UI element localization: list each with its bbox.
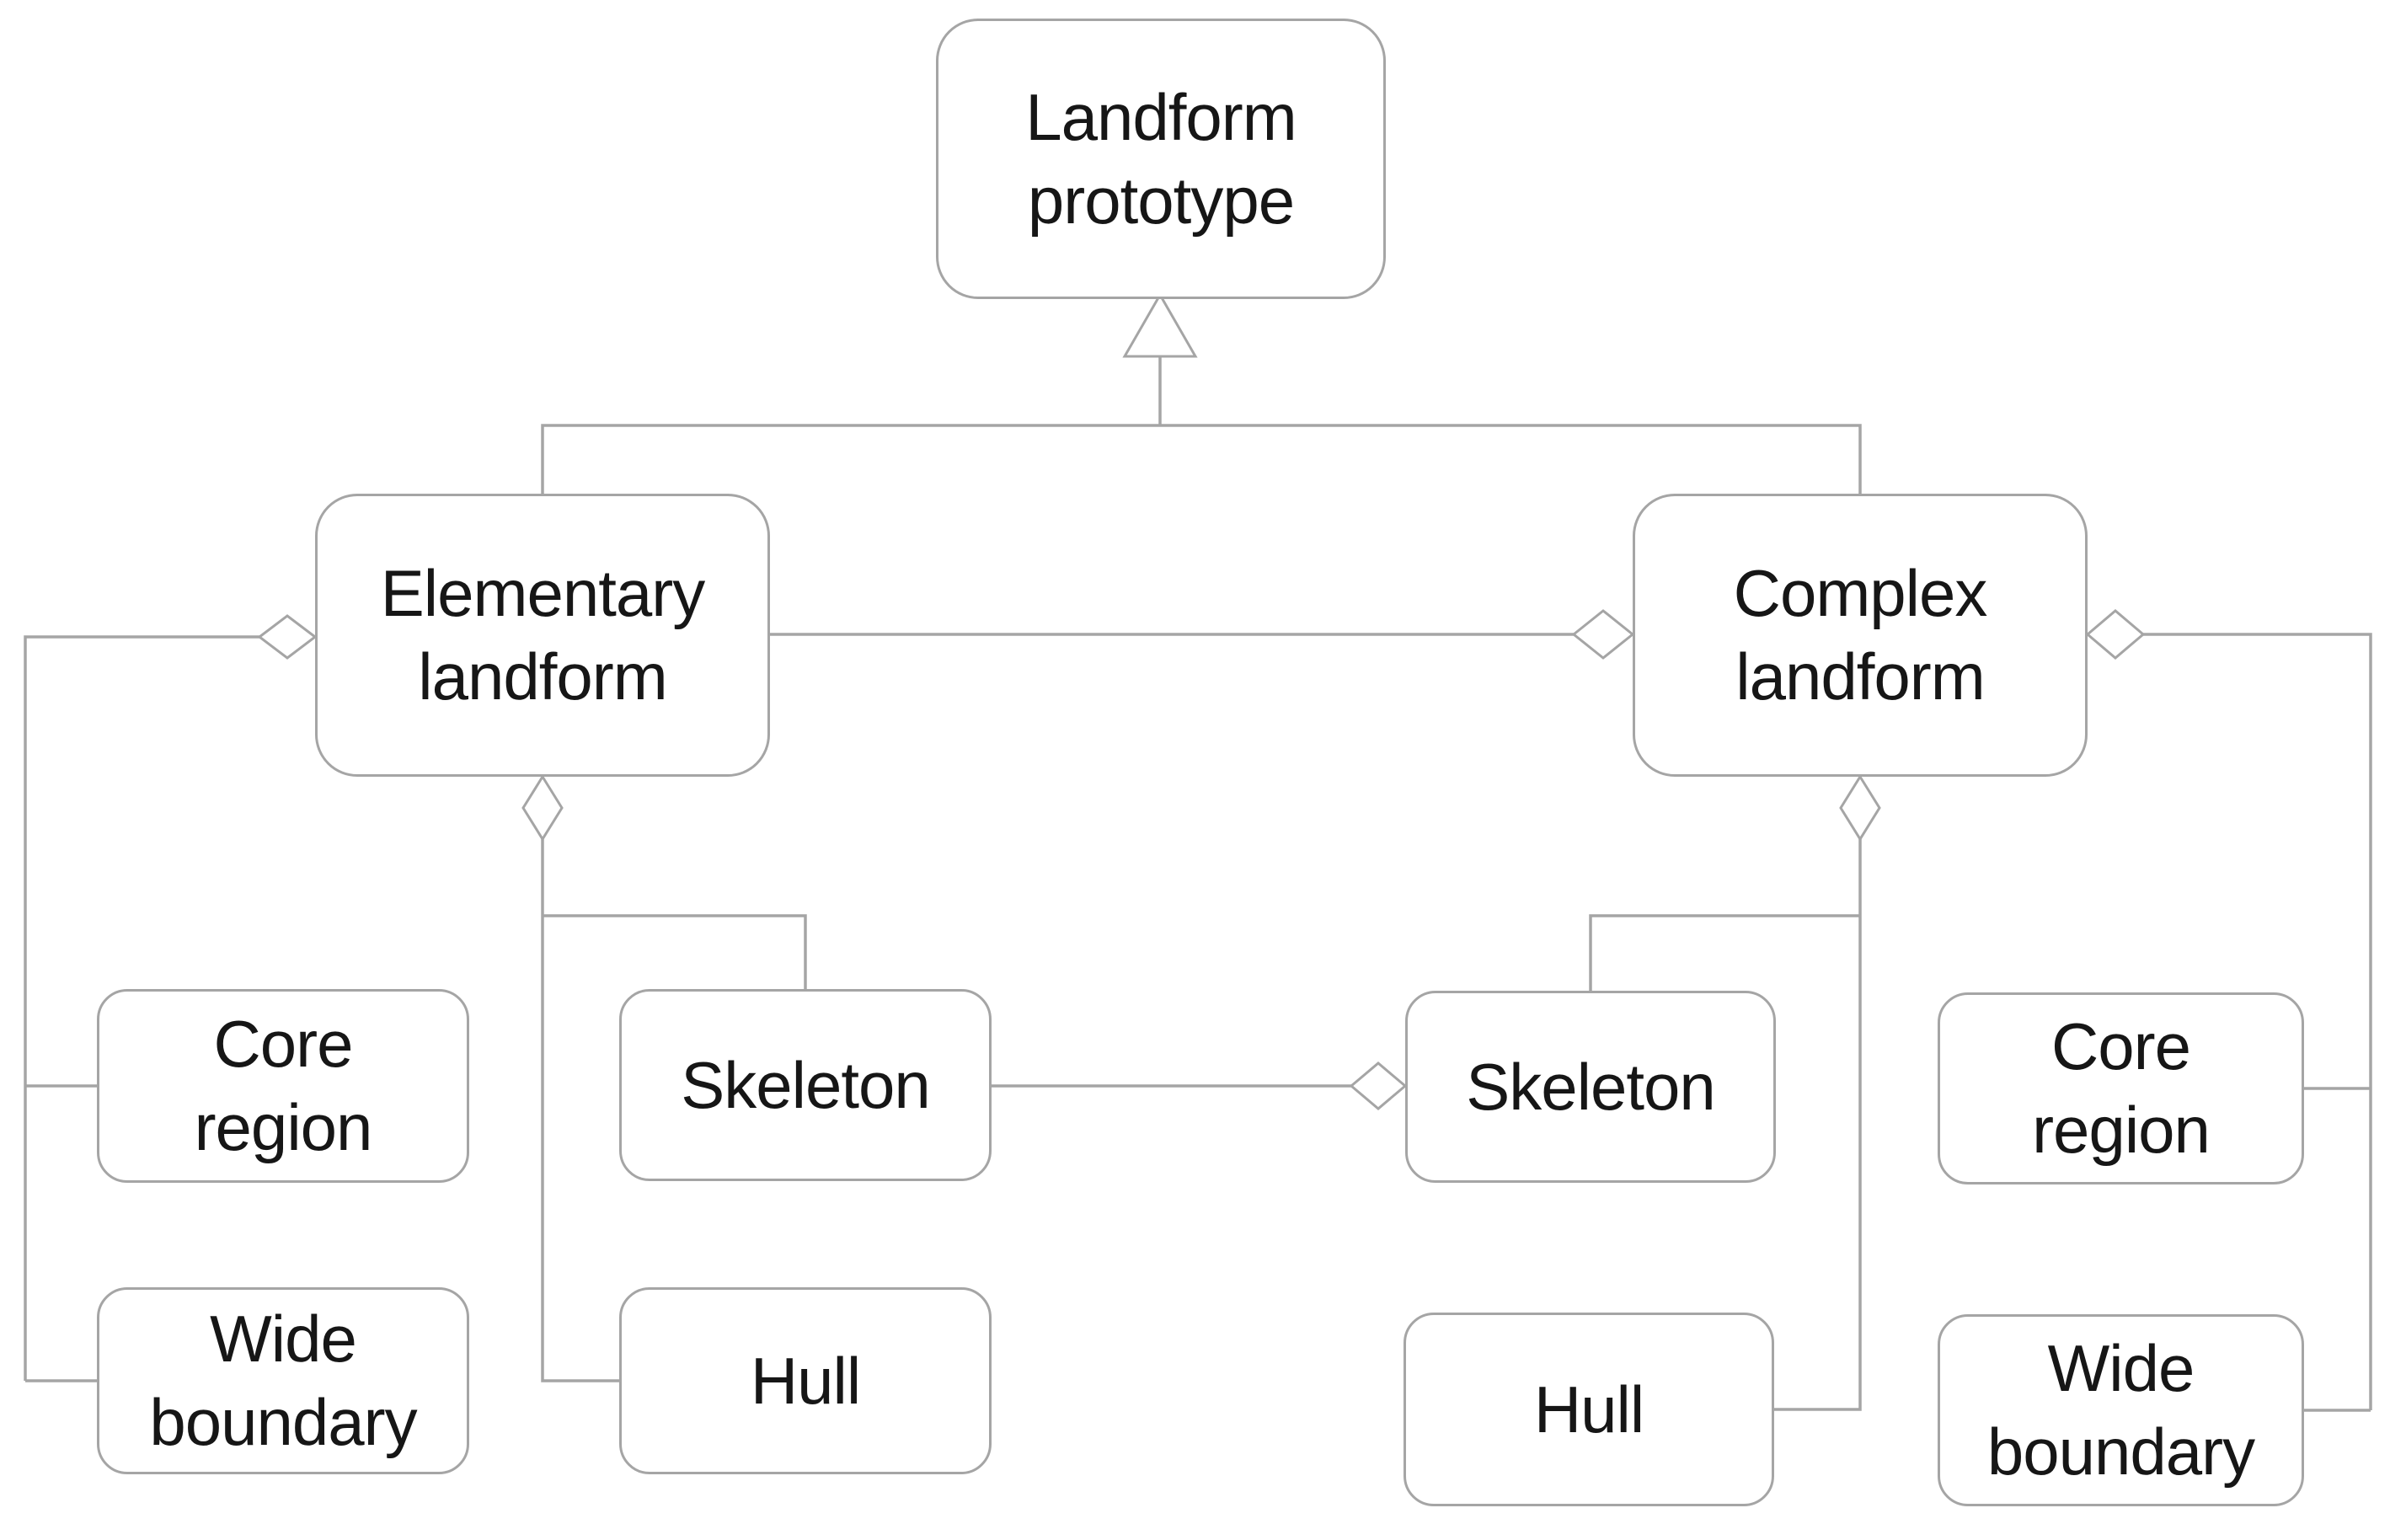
node-core-region-right: Core region xyxy=(1938,992,2304,1184)
node-complex-landform: Complex landform xyxy=(1633,494,2088,777)
elementary-bottom-aggregation-connector xyxy=(521,774,807,1382)
elementary-bottom-trunk-line xyxy=(541,839,619,1382)
node-label: Elementary landform xyxy=(380,556,705,714)
generalization-bus-line xyxy=(541,424,1862,497)
node-label: Skeleton xyxy=(681,1047,931,1122)
node-skeleton-left: Skeleton xyxy=(619,989,992,1181)
skeleton-left-branch-line xyxy=(543,914,807,989)
elementary-left-trunk-line xyxy=(24,635,259,1381)
node-label: Core region xyxy=(2032,1009,2211,1167)
complex-bottom-trunk-line xyxy=(1774,839,1862,1411)
node-hull-right: Hull xyxy=(1404,1313,1774,1506)
node-hull-left: Hull xyxy=(619,1287,992,1474)
node-elementary-landform: Elementary landform xyxy=(315,494,770,777)
node-wide-boundary-left: Wide boundary xyxy=(97,1287,469,1474)
aggregation-diamond-icon xyxy=(2085,609,2146,660)
node-label: Complex landform xyxy=(1733,556,1988,714)
node-label: Hull xyxy=(1533,1372,1644,1446)
aggregation-diamond-icon xyxy=(1839,774,1881,842)
aggregation-diamond-icon xyxy=(1571,609,1635,660)
node-landform-prototype: Landform prototype xyxy=(936,19,1386,299)
node-label: Wide boundary xyxy=(1986,1331,2255,1489)
node-skeleton-right: Skeleton xyxy=(1405,991,1776,1183)
node-label: Landform prototype xyxy=(1025,79,1297,238)
node-label: Hull xyxy=(750,1343,861,1418)
node-label: Skeleton xyxy=(1466,1049,1716,1124)
complex-right-aggregation-connector xyxy=(2085,609,2372,1412)
complex-bottom-aggregation-connector xyxy=(1589,774,1881,1411)
generalization-connector xyxy=(541,291,1862,497)
skeleton-right-branch-line xyxy=(1589,914,1860,991)
hollow-triangle-icon xyxy=(1122,291,1198,358)
elementary-to-complex-connector xyxy=(770,609,1635,660)
node-wide-boundary-right: Wide boundary xyxy=(1938,1314,2304,1506)
elementary-left-aggregation-connector xyxy=(24,614,318,1382)
skeleton-link-connector xyxy=(992,1061,1408,1110)
aggregation-diamond-icon xyxy=(257,614,318,660)
node-label: Wide boundary xyxy=(149,1302,417,1459)
node-core-region-left: Core region xyxy=(97,989,469,1183)
node-label: Core region xyxy=(194,1007,373,1164)
complex-right-trunk-line xyxy=(2143,633,2372,1410)
aggregation-diamond-icon xyxy=(521,774,564,842)
aggregation-diamond-icon xyxy=(1349,1061,1408,1110)
